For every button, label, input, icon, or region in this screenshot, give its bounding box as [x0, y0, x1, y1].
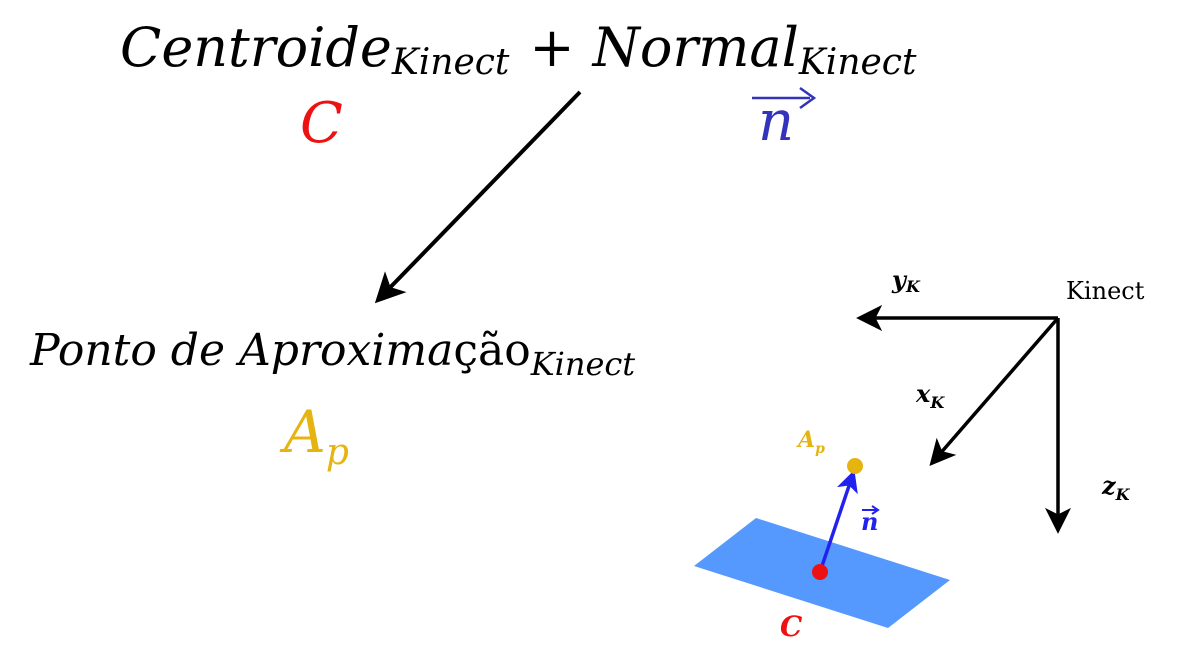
approximation-point-label-sub: p — [815, 441, 825, 457]
y-axis-label: yK — [891, 265, 921, 296]
normal-vector-arrow-head — [799, 86, 817, 110]
result-subscript: Kinect — [530, 345, 636, 383]
result-group: Ponto de AproximaçãoKinect Ap — [29, 325, 635, 473]
normal-subscript: Kinect — [798, 42, 917, 83]
approximation-point — [847, 458, 863, 474]
x-axis — [929, 316, 1060, 466]
centroid-label: C — [780, 610, 803, 643]
approximation-symbol-main: A — [279, 398, 326, 466]
y-axis-label-main: y — [891, 265, 908, 294]
result-term: Ponto de Aproxima — [29, 325, 453, 376]
plane-scene: Ap n C — [694, 427, 950, 643]
kinect-origin-label: Kinect — [1066, 277, 1145, 305]
z-axis-label-main: z — [1101, 471, 1117, 500]
equation-line: CentroideKinect+NormalKinect — [120, 16, 917, 83]
derivation-arrow — [374, 90, 582, 304]
y-axis-label-sub: K — [905, 277, 921, 296]
approximation-point-label-main: A — [796, 427, 815, 453]
normal-term: Normal — [591, 16, 799, 79]
x-axis-label-main: x — [915, 379, 931, 408]
result-line: Ponto de AproximaçãoKinect — [29, 325, 635, 383]
x-axis-label: xK — [915, 379, 945, 412]
x-axis-label-sub: K — [929, 393, 945, 412]
centroid-subscript: Kinect — [391, 42, 510, 83]
centroid-point — [812, 564, 828, 580]
z-axis-label-sub: K — [1115, 485, 1131, 504]
centroid-term: Centroide — [120, 16, 392, 79]
z-axis-label: zK — [1101, 471, 1131, 504]
centroid-symbol: C — [300, 91, 343, 156]
plus-sign: + — [529, 16, 574, 79]
kinect-axes: Kinect yK xK zK — [856, 265, 1145, 534]
approximation-point-label: Ap — [796, 427, 825, 457]
normal-vector-arrow — [818, 469, 858, 573]
approximation-symbol: Ap — [279, 398, 349, 473]
normal-label-arrow-head — [871, 505, 880, 515]
equation-group: CentroideKinect+NormalKinect C n — [120, 16, 917, 156]
normal-symbol: n — [758, 89, 794, 154]
normal-label: n — [861, 507, 878, 536]
result-term-accent: ção — [453, 325, 530, 376]
approximation-symbol-sub: p — [326, 432, 349, 473]
